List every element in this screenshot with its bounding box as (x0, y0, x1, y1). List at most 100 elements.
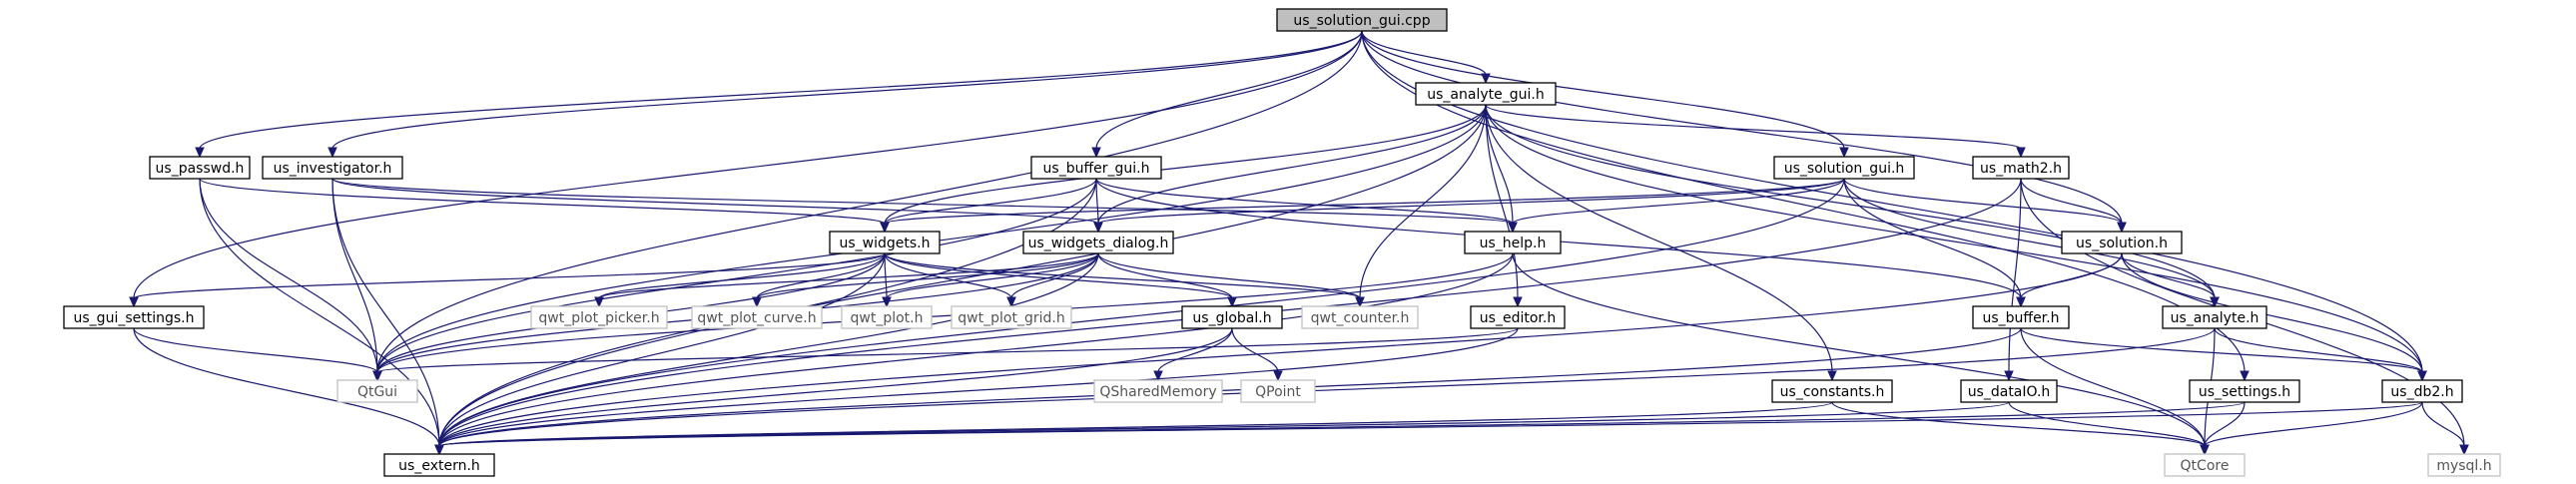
node-box[interactable] (841, 305, 933, 329)
node-box[interactable] (262, 156, 403, 180)
edge-line (133, 252, 886, 299)
edge-line (2204, 401, 2423, 447)
node-us-editor-h[interactable]: us_editor.h (1470, 305, 1566, 329)
edge-line (1095, 178, 1099, 225)
edge-line (884, 252, 1361, 299)
node-box[interactable] (2164, 453, 2246, 477)
edge-us_db2_h-to-mysql_h (2421, 401, 2469, 456)
node-box[interactable] (2061, 231, 2183, 254)
node-qwt-plot-picker-h[interactable]: qwt_plot_picker.h (530, 305, 668, 329)
node-box[interactable] (1276, 8, 1448, 32)
node-box[interactable] (1972, 305, 2070, 329)
edge-line (331, 178, 440, 447)
edge-line (376, 327, 1519, 373)
node-box[interactable] (1464, 231, 1562, 254)
edge-us_solution_gui_cpp-to-us_analyte_gui_h (1361, 30, 1491, 85)
node-us-solution-gui-cpp[interactable]: us_solution_gui.cpp (1276, 8, 1448, 32)
node-us-solution-h[interactable]: us_solution.h (2061, 231, 2183, 254)
arrowhead (880, 222, 890, 234)
node-label: us_solution_gui.cpp (1293, 13, 1430, 29)
arrowhead (129, 296, 139, 308)
node-box[interactable] (1960, 379, 2058, 403)
node-label: us_analyte.h (2171, 310, 2259, 326)
node-label: QtGui (357, 384, 397, 400)
node-box[interactable] (383, 453, 495, 477)
edge-line (598, 252, 1099, 299)
node-box[interactable] (1301, 305, 1419, 329)
edge-line (1097, 104, 1487, 225)
node-qtcore[interactable]: QtCore (2164, 453, 2246, 477)
node-box[interactable] (1470, 305, 1566, 329)
node-mysql-h[interactable]: mysql.h (2427, 453, 2501, 477)
node-box[interactable] (829, 231, 941, 254)
edge-line (2008, 401, 2206, 447)
node-us-gui-settings-h[interactable]: us_gui_settings.h (63, 305, 205, 329)
node-box[interactable] (1972, 156, 2070, 180)
node-us-constants-h[interactable]: us_constants.h (1771, 379, 1893, 403)
node-us-widgets-dialog-h[interactable]: us_widgets_dialog.h (1022, 231, 1174, 254)
edge-line (2020, 327, 2423, 373)
node-qwt-plot-curve-h[interactable]: qwt_plot_curve.h (691, 305, 823, 329)
node-box[interactable] (951, 305, 1072, 329)
arrowhead (195, 147, 205, 159)
node-qwt-plot-h[interactable]: qwt_plot.h (841, 305, 933, 329)
node-us-passwd-h[interactable]: us_passwd.h (149, 156, 251, 180)
edge-us_analyte_gui_h-to-us_help_h (1485, 104, 1518, 234)
node-us-global-h[interactable]: us_global.h (1181, 305, 1283, 329)
node-us-analyte-gui-h[interactable]: us_analyte_gui.h (1415, 82, 1557, 106)
node-box[interactable] (1030, 156, 1162, 180)
node-qwt-plot-grid-h[interactable]: qwt_plot_grid.h (951, 305, 1072, 329)
node-box[interactable] (1022, 231, 1174, 254)
node-us-dataio-h[interactable]: us_dataIO.h (1960, 379, 2058, 403)
node-us-widgets-h[interactable]: us_widgets.h (829, 231, 941, 254)
node-box[interactable] (2189, 379, 2300, 403)
node-qsharedmemory[interactable]: QSharedMemory (1093, 379, 1223, 403)
node-box[interactable] (1415, 82, 1557, 106)
edge-line (133, 30, 1363, 299)
edge-us_analyte_gui_h-to-us_constants_h (1485, 104, 1837, 382)
node-qpoint[interactable]: QPoint (1240, 379, 1316, 403)
node-box[interactable] (336, 379, 418, 403)
edge-us_solution_gui_cpp-to-us_investigator_h (327, 30, 1363, 159)
node-us-settings-h[interactable]: us_settings.h (2189, 379, 2300, 403)
node-box[interactable] (1773, 156, 1915, 180)
node-box[interactable] (2381, 379, 2463, 403)
node-us-analyte-h[interactable]: us_analyte.h (2162, 305, 2267, 329)
node-label: QSharedMemory (1099, 384, 1216, 400)
node-box[interactable] (1093, 379, 1223, 403)
edge-line (1831, 401, 2206, 447)
node-us-extern-h[interactable]: us_extern.h (383, 453, 495, 477)
node-us-db2-h[interactable]: us_db2.h (2381, 379, 2463, 403)
node-us-math2-h[interactable]: us_math2.h (1972, 156, 2070, 180)
edge-line (133, 327, 378, 373)
node-label: us_solution_gui.h (1784, 161, 1905, 177)
node-qwt-counter-h[interactable]: qwt_counter.h (1301, 305, 1419, 329)
node-box[interactable] (2427, 453, 2501, 477)
edge-us_investigator_h-to-us_extern_h (331, 178, 444, 456)
node-box[interactable] (149, 156, 251, 180)
node-us-help-h[interactable]: us_help.h (1464, 231, 1562, 254)
edge-line (2214, 327, 2423, 373)
node-box[interactable] (1181, 305, 1283, 329)
edge-us_solution_gui_h-to-us_solution_h (1843, 178, 2127, 234)
node-box[interactable] (530, 305, 668, 329)
node-us-buffer-h[interactable]: us_buffer.h (1972, 305, 2070, 329)
node-box[interactable] (691, 305, 823, 329)
node-box[interactable] (2162, 305, 2267, 329)
edge-line (1361, 30, 2123, 225)
arrowhead (372, 370, 382, 382)
node-us-buffer-gui-h[interactable]: us_buffer_gui.h (1030, 156, 1162, 180)
node-qtgui[interactable]: QtGui (336, 379, 418, 403)
node-label: us_buffer_gui.h (1043, 161, 1150, 177)
edge-line (884, 178, 1845, 225)
node-box[interactable] (1240, 379, 1316, 403)
edge-line (1485, 104, 1514, 225)
node-us-solution-gui-h[interactable]: us_solution_gui.h (1773, 156, 1915, 180)
node-us-investigator-h[interactable]: us_investigator.h (262, 156, 403, 180)
node-box[interactable] (63, 305, 205, 329)
node-label: us_global.h (1192, 310, 1271, 326)
node-box[interactable] (1771, 379, 1893, 403)
edge-line (2020, 327, 2206, 447)
edge-line (438, 252, 886, 447)
